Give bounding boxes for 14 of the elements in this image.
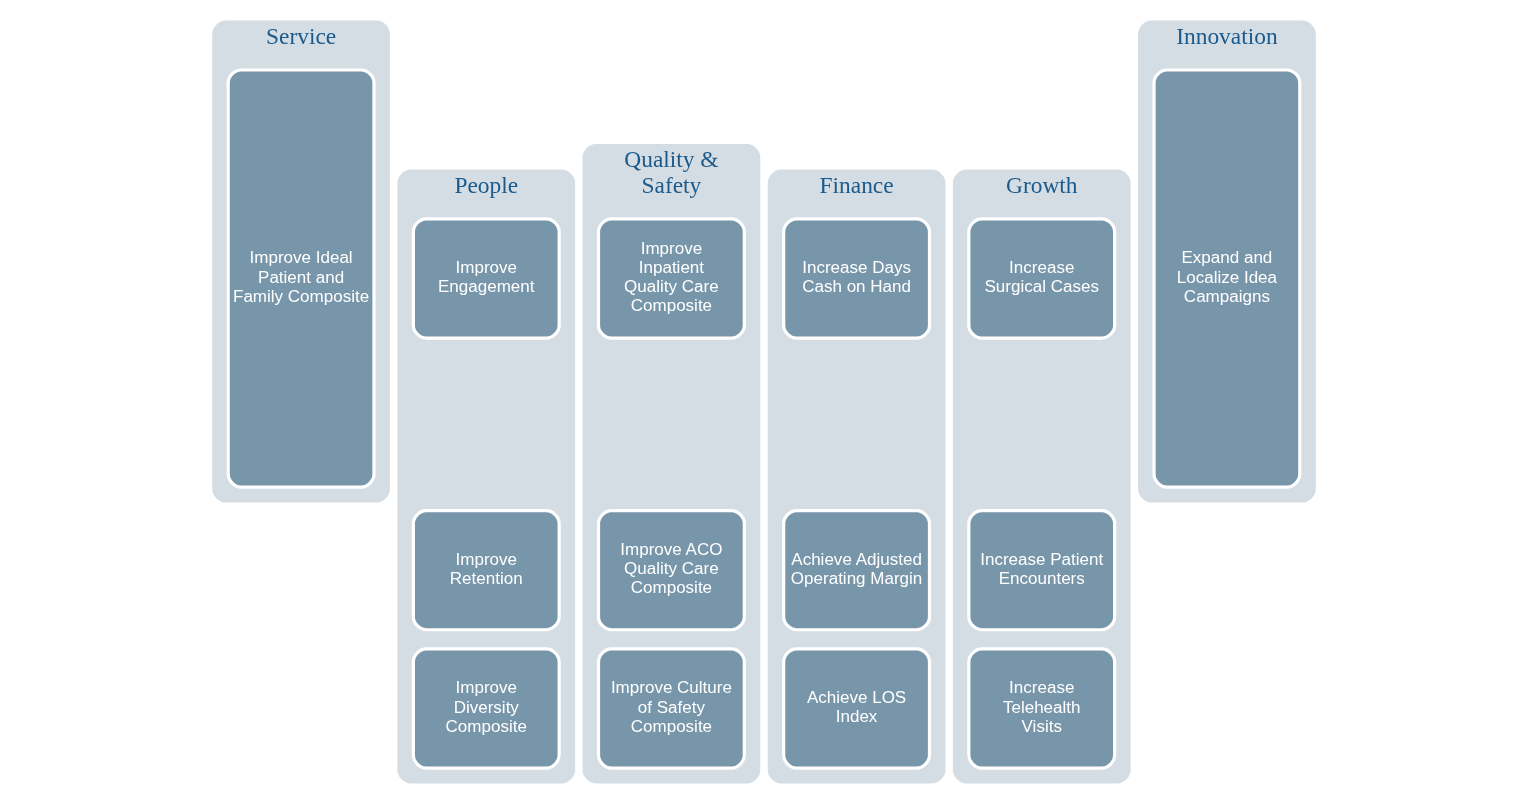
- node-box: Increase Surgical Cases: [967, 217, 1117, 340]
- node-box: Improve Diversity Composite: [411, 647, 561, 770]
- node-box: Improve ACO Quality Care Composite: [596, 508, 746, 632]
- node-box: Improve Engagement: [411, 217, 561, 340]
- node-box: Improve Ideal Patient and Family Composite: [226, 68, 376, 489]
- node-box: Improve Culture of Safety Composite: [596, 647, 746, 770]
- node-box: Achieve LOS Index: [782, 647, 932, 770]
- node-box: Achieve Adjusted Operating Margin: [782, 508, 932, 632]
- node-box: Increase Patient Encounters: [967, 508, 1117, 632]
- node-box: Improve Retention: [411, 508, 561, 632]
- node-box: Expand and Localize Idea Campaigns: [1152, 68, 1302, 489]
- node-box: Improve Inpatient Quality Care Composite: [596, 217, 746, 340]
- node-box: Increase Days Cash on Hand: [782, 217, 932, 340]
- node-box: Increase Telehealth Visits: [967, 647, 1117, 770]
